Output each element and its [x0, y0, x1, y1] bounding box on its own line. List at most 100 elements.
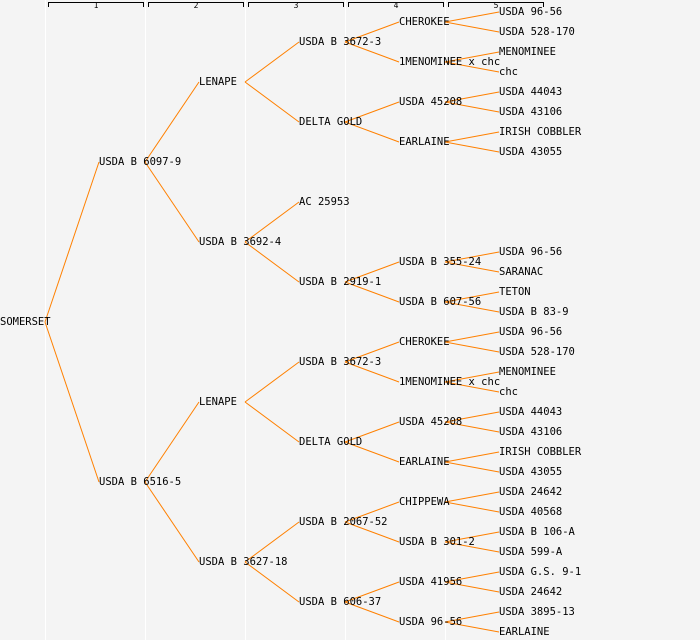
parent-link	[444, 411, 500, 423]
pedigree-node-gen6[interactable]: EARLAINE	[499, 626, 550, 638]
pedigree-node-gen5[interactable]: 1MENOMINEE x chc	[399, 56, 501, 68]
pedigree-node-gen6[interactable]: chc	[499, 66, 518, 78]
pedigree-node-gen6[interactable]: chc	[499, 386, 518, 398]
parent-link	[344, 601, 400, 623]
generation-bracket	[48, 2, 144, 7]
pedigree-node-gen4[interactable]: DELTA GOLD	[299, 116, 363, 128]
pedigree-node-gen6[interactable]: USDA 528-170	[499, 346, 575, 358]
parent-link	[144, 81, 200, 163]
pedigree-node-gen2[interactable]: USDA B 6097-9	[99, 156, 182, 168]
pedigree-node-gen5[interactable]: USDA B 355-24	[399, 256, 482, 268]
parent-link	[44, 161, 100, 323]
pedigree-node-gen2[interactable]: USDA B 6516-5	[99, 476, 182, 488]
parent-link	[244, 561, 300, 603]
parent-link	[244, 521, 300, 563]
column-divider	[145, 0, 146, 640]
column-divider	[345, 0, 346, 640]
generation-bracket	[448, 2, 544, 7]
pedigree-node-gen4[interactable]: AC 25953	[299, 196, 350, 208]
parent-link	[344, 21, 400, 43]
pedigree-node-gen6[interactable]: TETON	[499, 286, 531, 298]
pedigree-node-gen4[interactable]: USDA B 606-37	[299, 596, 382, 608]
parent-link	[444, 371, 500, 383]
pedigree-node-gen5[interactable]: USDA B 607-56	[399, 296, 482, 308]
generation-bracket	[248, 2, 344, 7]
parent-link	[444, 571, 500, 583]
generation-header-4: 4	[393, 1, 399, 10]
pedigree-node-gen4[interactable]: USDA B 2067-52	[299, 516, 388, 528]
column-divider	[245, 0, 246, 640]
pedigree-node-gen6[interactable]: USDA 96-56	[499, 246, 563, 258]
parent-link	[244, 201, 300, 243]
pedigree-node-gen6[interactable]: USDA 96-56	[499, 326, 563, 338]
parent-link	[444, 61, 500, 73]
pedigree-node-gen6[interactable]: IRISH COBBLER	[499, 446, 582, 458]
pedigree-node-gen5[interactable]: 1MENOMINEE x chc	[399, 376, 501, 388]
parent-link	[444, 541, 500, 553]
parent-link	[244, 81, 300, 123]
pedigree-node-gen6[interactable]: USDA 599-A	[499, 546, 563, 558]
pedigree-node-gen3[interactable]: USDA B 3692-4	[199, 236, 282, 248]
pedigree-node-gen3[interactable]: LENAPE	[199, 396, 237, 408]
parent-link	[444, 331, 500, 343]
pedigree-node-gen5[interactable]: EARLAINE	[399, 456, 450, 468]
parent-link	[444, 531, 500, 543]
pedigree-node-gen4[interactable]: USDA B 2919-1	[299, 276, 382, 288]
parent-link	[444, 491, 500, 503]
pedigree-node-gen6[interactable]: USDA 96-56	[499, 6, 563, 18]
parent-link	[144, 161, 200, 243]
pedigree-root[interactable]: SOMERSET	[0, 316, 51, 328]
pedigree-node-gen4[interactable]: USDA B 3672-3	[299, 36, 382, 48]
pedigree-node-gen6[interactable]: USDA B 83-9	[499, 306, 569, 318]
pedigree-node-gen5[interactable]: USDA 45208	[399, 96, 463, 108]
pedigree-node-gen5[interactable]: CHEROKEE	[399, 336, 450, 348]
parent-link	[344, 581, 400, 603]
pedigree-node-gen6[interactable]: MENOMINEE	[499, 366, 556, 378]
pedigree-node-gen6[interactable]: USDA B 106-A	[499, 526, 575, 538]
parent-link	[144, 401, 200, 483]
parent-link	[244, 361, 300, 403]
parent-link	[344, 121, 400, 143]
parent-link	[444, 611, 500, 623]
parent-link	[444, 91, 500, 103]
pedigree-node-gen5[interactable]: USDA 96-56	[399, 616, 463, 628]
parent-link	[44, 321, 100, 483]
pedigree-node-gen6[interactable]: USDA 24642	[499, 586, 563, 598]
pedigree-node-gen6[interactable]: USDA 40568	[499, 506, 563, 518]
pedigree-node-gen5[interactable]: CHIPPEWA	[399, 496, 450, 508]
pedigree-node-gen5[interactable]: EARLAINE	[399, 136, 450, 148]
pedigree-node-gen6[interactable]: USDA 24642	[499, 486, 563, 498]
parent-link	[444, 131, 500, 143]
pedigree-node-gen5[interactable]: USDA B 301-2	[399, 536, 475, 548]
pedigree-node-gen6[interactable]: USDA 43106	[499, 106, 563, 118]
pedigree-node-gen6[interactable]: USDA 43106	[499, 426, 563, 438]
parent-link	[144, 481, 200, 563]
pedigree-node-gen6[interactable]: MENOMINEE	[499, 46, 556, 58]
parent-link	[444, 381, 500, 393]
pedigree-node-gen6[interactable]: USDA 44043	[499, 406, 563, 418]
pedigree-node-gen4[interactable]: DELTA GOLD	[299, 436, 363, 448]
pedigree-node-gen5[interactable]: USDA 41956	[399, 576, 463, 588]
generation-bracket	[148, 2, 244, 7]
pedigree-node-gen6[interactable]: IRISH COBBLER	[499, 126, 582, 138]
pedigree-node-gen4[interactable]: USDA B 3672-3	[299, 356, 382, 368]
parent-link	[444, 621, 500, 633]
pedigree-node-gen3[interactable]: USDA B 3627-18	[199, 556, 288, 568]
parent-link	[444, 141, 500, 153]
pedigree-node-gen6[interactable]: USDA 528-170	[499, 26, 575, 38]
parent-link	[444, 461, 500, 473]
pedigree-node-gen5[interactable]: CHEROKEE	[399, 16, 450, 28]
pedigree-node-gen5[interactable]: USDA 45208	[399, 416, 463, 428]
pedigree-node-gen6[interactable]: USDA 43055	[499, 466, 563, 478]
parent-link	[344, 361, 400, 383]
pedigree-node-gen6[interactable]: USDA 44043	[499, 86, 563, 98]
pedigree-node-gen6[interactable]: USDA 43055	[499, 146, 563, 158]
pedigree-node-gen3[interactable]: LENAPE	[199, 76, 237, 88]
parent-link	[344, 441, 400, 463]
pedigree-node-gen6[interactable]: USDA 3895-13	[499, 606, 575, 618]
column-divider	[445, 0, 446, 640]
pedigree-node-gen6[interactable]: USDA G.S. 9-1	[499, 566, 582, 578]
parent-link	[344, 341, 400, 363]
pedigree-node-gen6[interactable]: SARANAC	[499, 266, 544, 278]
